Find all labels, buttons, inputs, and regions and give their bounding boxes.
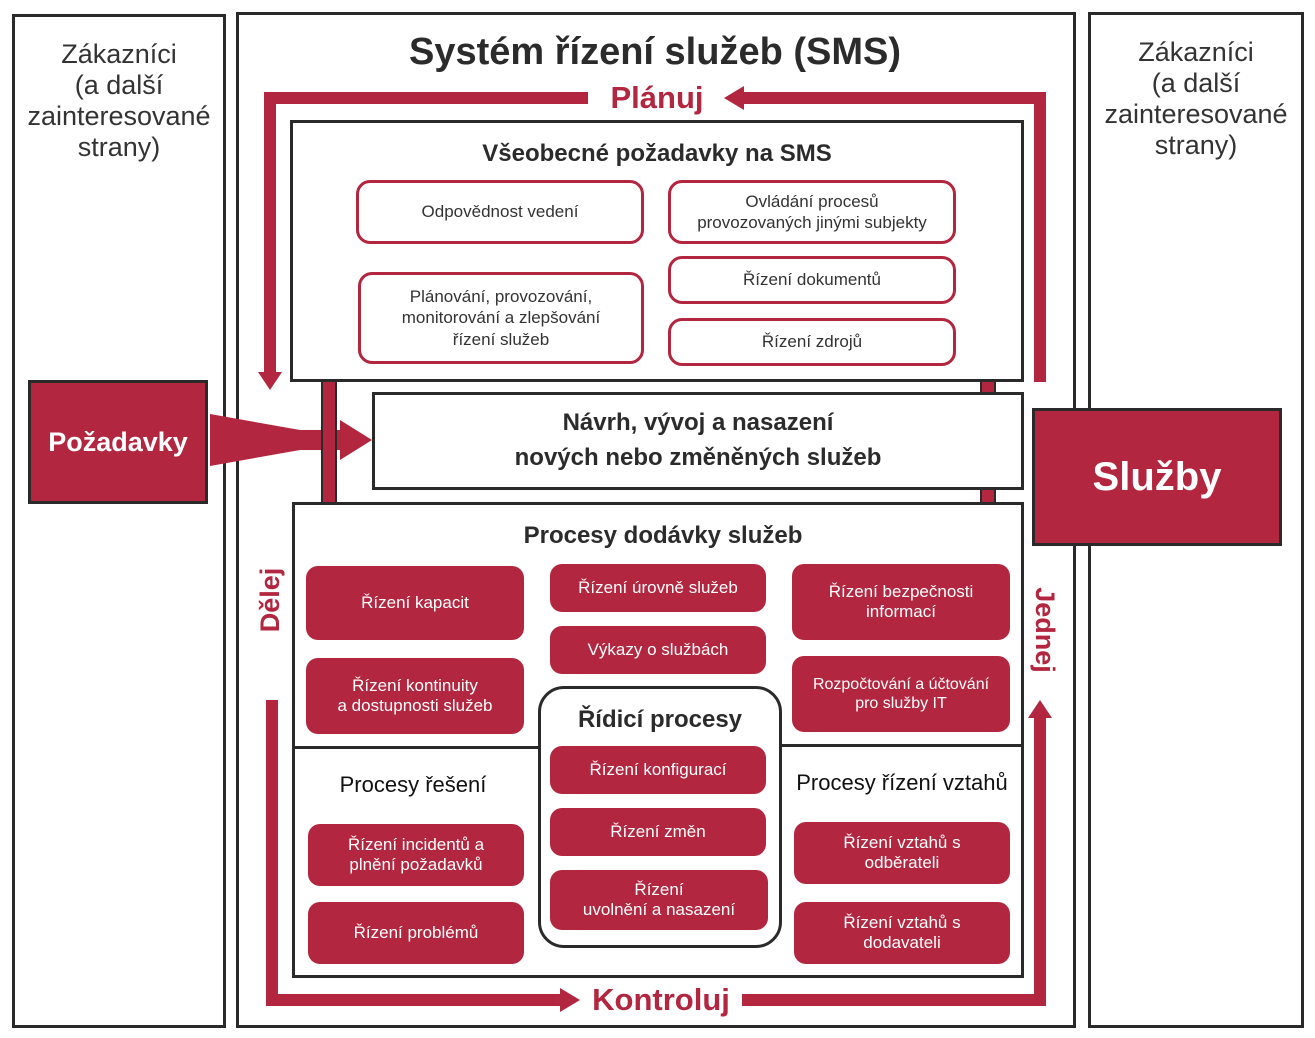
delivery-item-continuity-availability: Řízení kontinuity a dostupnosti služeb bbox=[306, 658, 524, 734]
control-item-configuration: Řízení konfigurací bbox=[550, 746, 766, 794]
act-bar-up bbox=[1034, 716, 1046, 1006]
service-delivery-title: Procesy dodávky služeb bbox=[523, 522, 803, 549]
relationship-item-supplier: Řízení vztahů s dodavateli bbox=[794, 902, 1010, 964]
control-item-change: Řízení změn bbox=[550, 808, 766, 856]
delivery-item-capacity: Řízení kapacit bbox=[306, 566, 524, 640]
do-label: Dělej bbox=[254, 567, 285, 633]
relationship-processes-title: Procesy řízení vztahů bbox=[796, 770, 1008, 795]
delivery-item-service-reporting: Výkazy o službách bbox=[550, 626, 766, 674]
check-label: Kontroluj bbox=[582, 980, 740, 1020]
customers-left-label: Zákazníci (a další zainteresované strany… bbox=[27, 38, 211, 163]
design-transition-box: Návrh, vývoj a nasazení nových nebo změn… bbox=[372, 392, 1024, 490]
delivery-item-information-security: Řízení bezpečnosti informací bbox=[792, 564, 1010, 640]
customers-left-panel: Zákazníci (a další zainteresované strany… bbox=[12, 14, 226, 1028]
plan-bar-left bbox=[264, 92, 588, 104]
do-bar-down bbox=[266, 700, 278, 1006]
check-arrowhead-right bbox=[560, 988, 580, 1012]
separator-left bbox=[294, 746, 540, 749]
general-item-management-responsibility: Odpovědnost vedení bbox=[356, 180, 644, 244]
check-bar-right bbox=[742, 994, 1046, 1006]
control-processes-title: Řídicí procesy bbox=[577, 706, 743, 733]
relationship-item-business: Řízení vztahů s odběrateli bbox=[794, 822, 1010, 884]
separator-right bbox=[780, 744, 1022, 747]
general-item-document-management: Řízení dokumentů bbox=[668, 256, 956, 304]
plan-bar-right bbox=[742, 92, 1046, 104]
delivery-item-budgeting-accounting: Rozpočtování a účtování pro služby IT bbox=[792, 656, 1010, 732]
check-bar-left bbox=[266, 994, 562, 1006]
services-box: Služby bbox=[1032, 408, 1282, 546]
customers-right-label: Zákazníci (a další zainteresované strany… bbox=[1104, 36, 1288, 161]
general-item-resource-management: Řízení zdrojů bbox=[668, 318, 956, 366]
plan-bar-right-down bbox=[1034, 92, 1046, 382]
sms-title: Systém řízení služeb (SMS) bbox=[408, 30, 901, 73]
plan-bar-left-down bbox=[264, 92, 276, 374]
delivery-item-service-level: Řízení úrovně služeb bbox=[550, 564, 766, 612]
act-arrowhead-up bbox=[1028, 700, 1052, 718]
control-item-release-deployment: Řízení uvolnění a nasazení bbox=[550, 870, 768, 930]
requirements-box: Požadavky bbox=[28, 380, 208, 504]
general-requirements-title: Všeobecné požadavky na SMS bbox=[482, 140, 832, 167]
resolution-item-incident: Řízení incidentů a plnění požadavků bbox=[308, 824, 524, 886]
general-item-planning-operation: Plánování, provozování, monitorování a z… bbox=[358, 272, 644, 364]
plan-arrowhead-left bbox=[724, 86, 744, 110]
plan-label: Plánuj bbox=[592, 76, 722, 120]
act-label: Jednej bbox=[1030, 587, 1061, 673]
resolution-item-problem: Řízení problémů bbox=[308, 902, 524, 964]
requirements-arrow bbox=[210, 414, 372, 466]
general-item-third-party-process-control: Ovládání procesů provozovaných jinými su… bbox=[668, 180, 956, 244]
plan-arrowhead-down bbox=[258, 372, 282, 390]
resolution-processes-title: Procesy řešení bbox=[339, 772, 487, 797]
